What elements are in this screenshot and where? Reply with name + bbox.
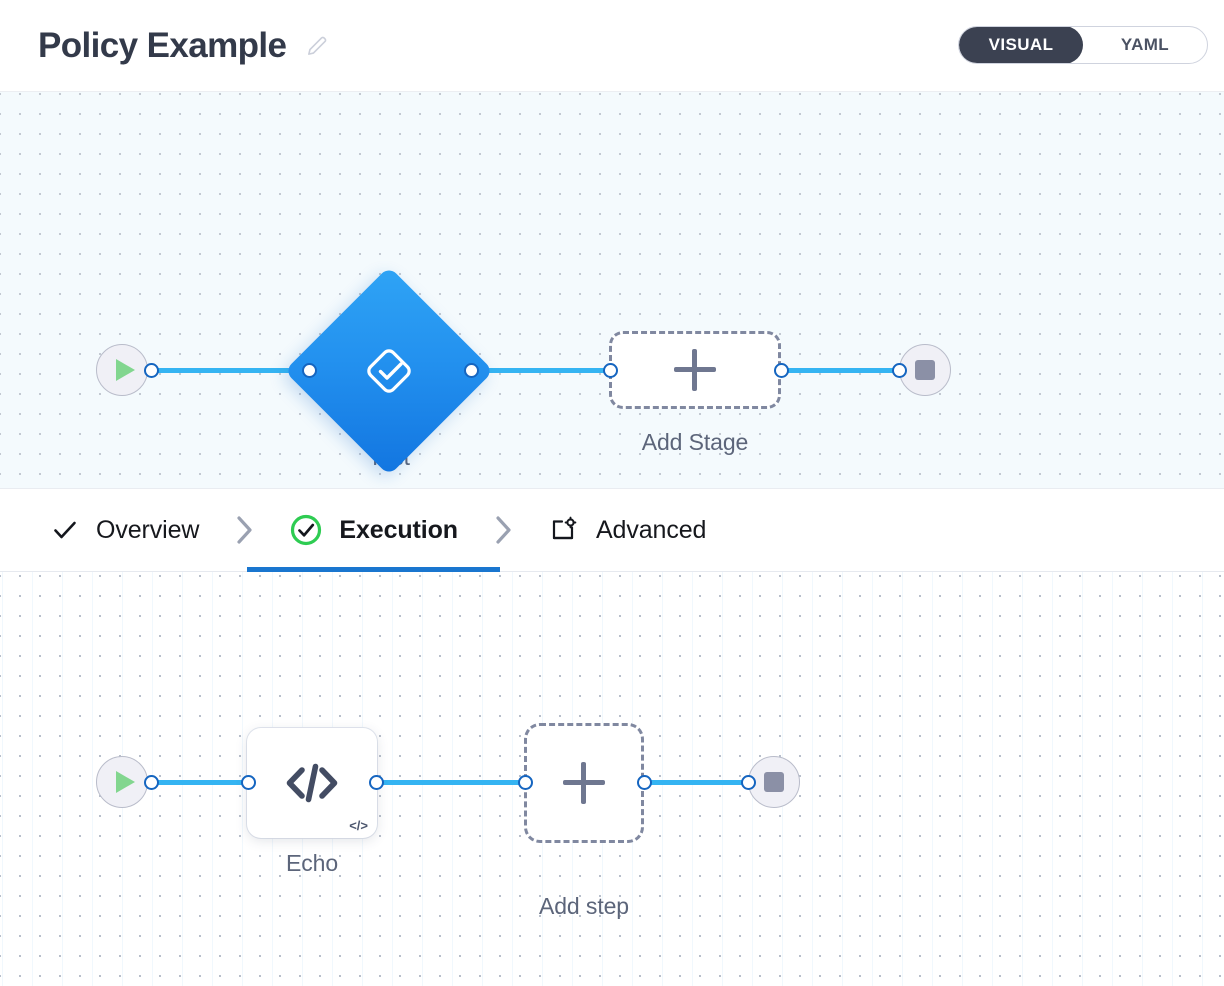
tab-execution[interactable]: Execution [247,488,500,572]
step-edge-echo-to-add [375,780,521,785]
start-terminal[interactable] [96,344,148,396]
check-icon [54,521,76,539]
stage-end-node[interactable] [899,344,951,396]
step-echo-in-port[interactable] [241,775,256,790]
chevron-right-icon [496,516,511,544]
step-canvas[interactable]: </> Echo Add step [0,572,1224,986]
plus-icon [563,762,605,804]
tab-advanced[interactable]: Advanced [542,488,712,572]
step-start-port[interactable] [144,775,159,790]
stage-start-port[interactable] [144,363,159,378]
stop-icon [764,772,784,792]
stage-end-port[interactable] [892,363,907,378]
tab-separator-1 [205,488,283,572]
mode-visual-button[interactable]: VISUAL [959,27,1083,63]
view-mode-toggle[interactable]: VISUAL YAML [958,26,1208,64]
step-echo-label: Echo [285,850,339,876]
mode-yaml-button[interactable]: YAML [1083,27,1207,63]
add-step-out-port[interactable] [637,775,652,790]
start-terminal[interactable] [96,756,148,808]
stage-config-tabs: Overview Execution [0,488,1224,572]
stage-edge-add-to-end [780,368,900,373]
step-end-port[interactable] [741,775,756,790]
tab-separator-2 [464,488,542,572]
step-edge-add-to-end [643,780,753,785]
stage-canvas[interactable]: Test Add Stage [0,92,1224,488]
add-stage-label: Add Stage [641,429,749,455]
title-group: Policy Example [38,28,330,63]
stage-start-node[interactable] [96,344,148,396]
add-step-label: Add step [539,893,629,919]
play-icon [115,359,135,381]
add-step-button[interactable] [524,723,644,843]
check-diamond-icon [315,297,463,445]
step-start-node[interactable] [96,756,148,808]
stop-icon [915,360,935,380]
code-icon [286,763,338,803]
add-stage-in-port[interactable] [603,363,618,378]
add-step-in-port[interactable] [518,775,533,790]
play-icon [115,771,135,793]
stage-test-in-port[interactable] [302,363,317,378]
stage-edge-start-to-test [150,368,312,373]
step-echo-out-port[interactable] [369,775,384,790]
plus-icon [674,349,716,391]
pencil-icon[interactable] [304,33,330,59]
step-edge-start-to-echo [150,780,254,785]
chevron-right-icon [237,516,252,544]
stage-test-out-port[interactable] [464,363,479,378]
page-header: Policy Example VISUAL YAML [0,0,1224,92]
stage-edge-test-to-add [470,368,610,373]
step-type-badge: </> [349,818,368,833]
tab-advanced-label: Advanced [595,515,707,544]
stage-node-test[interactable] [284,266,494,476]
step-node-echo[interactable]: </> [247,728,377,838]
gear-window-icon [552,516,577,540]
tab-execution-label: Execution [339,515,458,544]
end-terminal[interactable] [899,344,951,396]
page-title: Policy Example [38,26,287,65]
add-stage-out-port[interactable] [774,363,789,378]
tab-overview[interactable]: Overview [44,488,205,572]
check-circle-icon [291,514,322,546]
tab-overview-label: Overview [96,515,200,544]
add-stage-button[interactable] [609,331,781,409]
